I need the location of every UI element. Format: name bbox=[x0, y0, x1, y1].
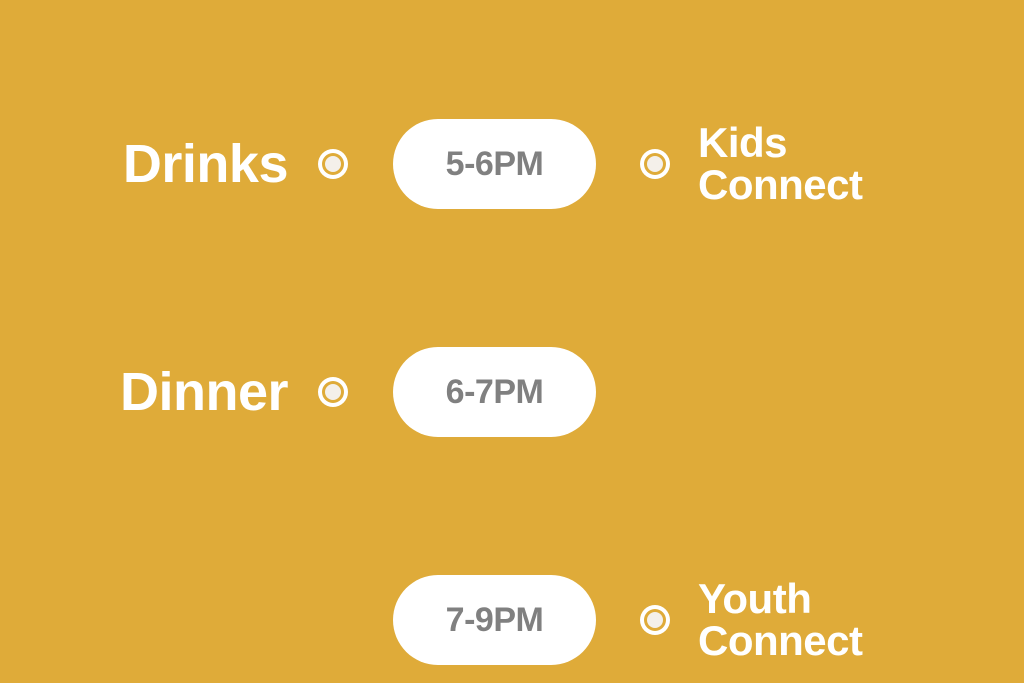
schedule-row: 7-9PM Youth Connect bbox=[0, 575, 1024, 665]
row-right-label-line-1: Youth bbox=[698, 575, 812, 622]
row-right-label-line-1: Kids bbox=[698, 119, 788, 166]
radio-bullet-icon[interactable] bbox=[640, 605, 670, 635]
row-left-label: Dinner bbox=[119, 362, 289, 422]
time-pill[interactable]: 5-6PM bbox=[393, 119, 596, 209]
time-pill[interactable]: 6-7PM bbox=[393, 347, 596, 437]
time-pill[interactable]: 7-9PM bbox=[393, 575, 596, 665]
row-right-group: Youth Connect bbox=[640, 575, 863, 665]
schedule-row: Dinner 6-7PM bbox=[0, 347, 1024, 437]
row-right-group: Kids Connect bbox=[640, 119, 863, 209]
radio-bullet-icon[interactable] bbox=[318, 377, 348, 407]
time-pill-label: 6-7PM bbox=[445, 373, 544, 411]
radio-bullet-icon[interactable] bbox=[318, 149, 348, 179]
row-left-label: Drinks bbox=[122, 134, 289, 194]
row-right-label: Kids Connect bbox=[698, 122, 863, 206]
radio-bullet-icon[interactable] bbox=[640, 149, 670, 179]
row-left-group: Drinks bbox=[123, 119, 348, 209]
row-left-group: Dinner bbox=[120, 347, 348, 437]
time-pill-label: 5-6PM bbox=[445, 145, 544, 183]
row-right-label: Youth Connect bbox=[698, 578, 863, 662]
row-right-label-line-2: Connect bbox=[698, 617, 863, 664]
time-pill-label: 7-9PM bbox=[445, 601, 544, 639]
row-right-label-line-2: Connect bbox=[698, 161, 863, 208]
schedule-row: Drinks 5-6PM Kids Connect bbox=[0, 119, 1024, 209]
